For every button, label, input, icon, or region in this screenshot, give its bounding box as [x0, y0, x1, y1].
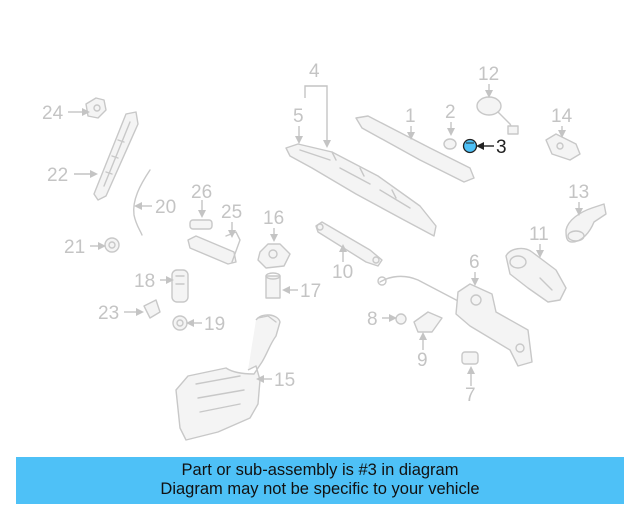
part-24	[85, 97, 107, 119]
callout-3[interactable]: 3	[496, 137, 507, 158]
callout-2: 2	[445, 102, 456, 123]
banner-line-1: Part or sub-assembly is #3 in diagram	[181, 461, 459, 479]
part-4-5-wiper-blade	[285, 143, 437, 237]
callout-19: 19	[204, 314, 225, 335]
callout-21: 21	[64, 237, 85, 258]
callout-24: 24	[42, 103, 64, 124]
callout-5: 5	[293, 106, 304, 127]
part-8	[395, 313, 407, 325]
callout-17: 17	[300, 281, 321, 302]
callout-15: 15	[274, 370, 295, 391]
callout-16: 16	[263, 208, 284, 229]
callout-7: 7	[465, 385, 476, 406]
callout-4: 4	[309, 61, 320, 82]
info-banner: Part or sub-assembly is #3 in diagram Di…	[16, 457, 624, 504]
callout-14: 14	[551, 106, 573, 127]
part-9	[413, 311, 443, 333]
part-2	[443, 138, 457, 150]
part-18	[171, 269, 189, 303]
part-16	[257, 243, 291, 269]
part-14	[545, 133, 581, 161]
callout-9: 9	[417, 350, 428, 371]
callout-25: 25	[221, 202, 242, 223]
part-23	[143, 299, 161, 319]
part-21	[104, 237, 120, 253]
part-19	[172, 315, 188, 331]
part-26	[189, 219, 213, 230]
callout-13: 13	[568, 182, 589, 203]
part-6-linkage	[377, 275, 533, 367]
part-12	[476, 96, 519, 135]
part-20	[133, 169, 151, 236]
callout-12: 12	[478, 64, 499, 85]
callout-26: 26	[191, 182, 212, 203]
part-7	[461, 351, 479, 365]
callout-22: 22	[47, 165, 68, 186]
callout-11: 11	[529, 224, 549, 245]
callout-20: 20	[155, 197, 176, 218]
part-13	[565, 203, 607, 243]
callout-18: 18	[134, 271, 155, 292]
callout-8: 8	[367, 309, 378, 330]
part-1-wiper-arm	[355, 115, 475, 183]
part-17	[265, 272, 281, 299]
part-10-link	[315, 221, 383, 267]
part-22	[93, 111, 139, 201]
leader-lines	[68, 84, 583, 386]
banner-line-2: Diagram may not be specific to your vehi…	[160, 480, 480, 498]
part-15	[175, 314, 281, 441]
part-3-nut[interactable]	[462, 138, 478, 154]
part-11-motor	[505, 247, 567, 303]
callout-23: 23	[98, 303, 119, 324]
callout-6: 6	[469, 252, 480, 273]
callout-10: 10	[332, 262, 353, 283]
callout-1: 1	[405, 106, 416, 127]
